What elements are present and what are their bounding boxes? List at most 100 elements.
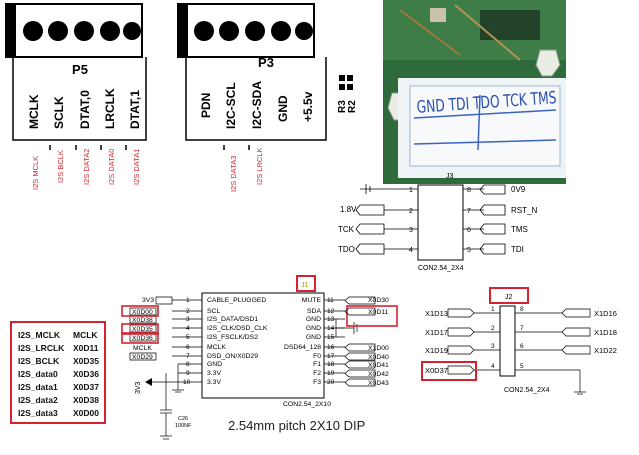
j3-pin-number: 7 <box>467 208 471 215</box>
j1-pin-number: 15 <box>327 334 335 341</box>
j2-net-label: X1D17 <box>425 328 448 337</box>
mapping-row: I2S_BCLK X0D35 <box>18 356 99 366</box>
p5-signal-label: I2S BCLK <box>56 150 65 183</box>
p5-signal-label: I2S DATA2 <box>82 149 91 185</box>
j1-pin-name: I2S_DATA/DSD1 <box>207 316 258 323</box>
j1-pin-name: F0 <box>313 353 321 360</box>
p5-pin-label: SCLK <box>52 96 66 129</box>
j3-net-label: TDI <box>511 245 524 254</box>
r3-r2-footprint: R3 R2 <box>337 75 358 113</box>
j1-ref: J1 <box>301 282 309 289</box>
j1-pin-name: CABLE_PLUGGED <box>207 297 266 304</box>
j3-net-label: RST_N <box>511 206 537 215</box>
j1-pin-number: 10 <box>183 379 191 386</box>
j2-net-label: X1D16 <box>594 309 617 318</box>
j1-pin-number: 14 <box>327 325 335 332</box>
mapping-pin: X0D11 <box>73 343 99 353</box>
j1-pin-name: F3 <box>313 379 321 386</box>
j1-power-label: 3V3 <box>135 381 142 394</box>
j1-pin-name: 3.3V <box>207 370 221 377</box>
p5-signal-label: I2S MCLK <box>31 156 40 190</box>
j1-pin-name: SDA <box>307 308 321 315</box>
j1-pin-name: I2S_CLK/DSD_CLK <box>207 325 268 332</box>
j1-pin-number: 1 <box>186 297 190 304</box>
mapping-pin: X0D37 <box>73 382 99 392</box>
j1-net-label: X0D38 <box>132 317 153 324</box>
cap-ref: C26 <box>178 416 188 422</box>
j1-pin-number: 2 <box>186 308 190 315</box>
j1-net-label: MCLK <box>133 345 152 352</box>
j1-pin-number: 9 <box>186 370 190 377</box>
j1-pin-name: GND <box>306 316 321 323</box>
power-arrow-icon <box>145 378 152 386</box>
j1-net-label: X0D11 <box>368 309 388 316</box>
p3-title: P3 <box>258 55 274 70</box>
j1-pin-name: 3.3V <box>207 379 221 386</box>
j3-ref: J3 <box>446 173 454 180</box>
p5-signal-label: I2S DATA0 <box>107 149 116 185</box>
j1-pin-number: 5 <box>186 334 190 341</box>
j1-pin-name: GND <box>207 361 222 368</box>
j1-pin-number: 8 <box>186 361 190 368</box>
j1-pin-name: F2 <box>313 370 321 377</box>
p5-connector: P5 <box>5 3 147 141</box>
mapping-signal: I2S_data3 <box>18 408 58 418</box>
pitch-note: 2.54mm pitch 2X10 DIP <box>228 418 366 433</box>
r3-label: R3 <box>337 100 348 113</box>
mapping-signal: I2S_LRCLK <box>18 343 65 353</box>
p3-pin-label: +5.5v <box>301 91 315 122</box>
j2-pin-number: 1 <box>491 306 495 313</box>
mapping-signal: I2S_BCLK <box>18 356 60 366</box>
j3-pin-number: 6 <box>467 227 471 234</box>
p3-pin-label: GND <box>276 95 290 122</box>
j1-pin-number: 17 <box>327 353 335 360</box>
j2-pin-number: 3 <box>491 343 495 350</box>
j3-pin-number: 4 <box>409 247 413 254</box>
j3-net-label: TCK <box>338 225 355 234</box>
p5-pin-label: DTAT,1 <box>128 90 142 129</box>
j3-net-label: 1.8V <box>340 205 357 214</box>
j1-net-label: X0D36 <box>132 335 153 342</box>
j1-pin-number: 4 <box>186 325 190 332</box>
mapping-row: I2S_data2 X0D38 <box>18 395 99 405</box>
j3-net-label: 0V9 <box>511 185 526 194</box>
j1-header: J1 CON2.54_2X10 3V3 C26 100NF <box>121 275 398 440</box>
p3-signal-label: I2S LRCLK <box>255 147 264 185</box>
j1-pin-number: 12 <box>327 308 335 315</box>
mapping-pin: X0D00 <box>73 408 99 418</box>
mapping-pin: X0D35 <box>73 356 99 366</box>
mapping-pin: X0D36 <box>73 369 99 379</box>
p5-pin-label: LRCLK <box>103 88 117 129</box>
mapping-signal: I2S_data2 <box>18 395 58 405</box>
j1-pin-number: 20 <box>327 379 335 386</box>
j1-net-label: X0D40 <box>368 354 389 361</box>
p5-title: P5 <box>72 62 88 77</box>
j2-pin-number: 4 <box>491 363 495 370</box>
j1-pin-number: 7 <box>186 353 190 360</box>
j2-pin-number: 2 <box>491 325 495 332</box>
j1-net-label: X0D41 <box>368 362 389 369</box>
j2-net-label: X1D22 <box>594 346 617 355</box>
j1-pin-name: DSD64_128 <box>284 344 321 351</box>
mapping-pin: X0D38 <box>73 395 99 405</box>
j3-pin-number: 8 <box>467 187 471 194</box>
j2-pin-number: 5 <box>520 363 524 370</box>
j1-pin-number: 16 <box>327 344 335 351</box>
j2-pin-number: 8 <box>520 306 524 313</box>
mapping-signal: I2S_data1 <box>18 382 58 392</box>
board-photo: GND TDI TDO TCK TMS <box>383 0 566 184</box>
p5-pin-label: MCLK <box>27 94 41 129</box>
j2-ref: J2 <box>505 294 513 301</box>
j3-name: CON2.54_2X4 <box>418 265 464 272</box>
j3-net-label: TMS <box>511 225 528 234</box>
j2-net-label: X1D19 <box>425 346 448 355</box>
j3-net-label: TDO <box>338 245 355 254</box>
p5-signal-label: I2S DATA1 <box>132 149 141 185</box>
j1-pin-name: SCL <box>207 308 220 315</box>
j2-pin-number: 7 <box>520 325 524 332</box>
r2-label: R2 <box>347 100 358 113</box>
j1-pin-name: I2S_FSCLK/DS2 <box>207 334 258 341</box>
